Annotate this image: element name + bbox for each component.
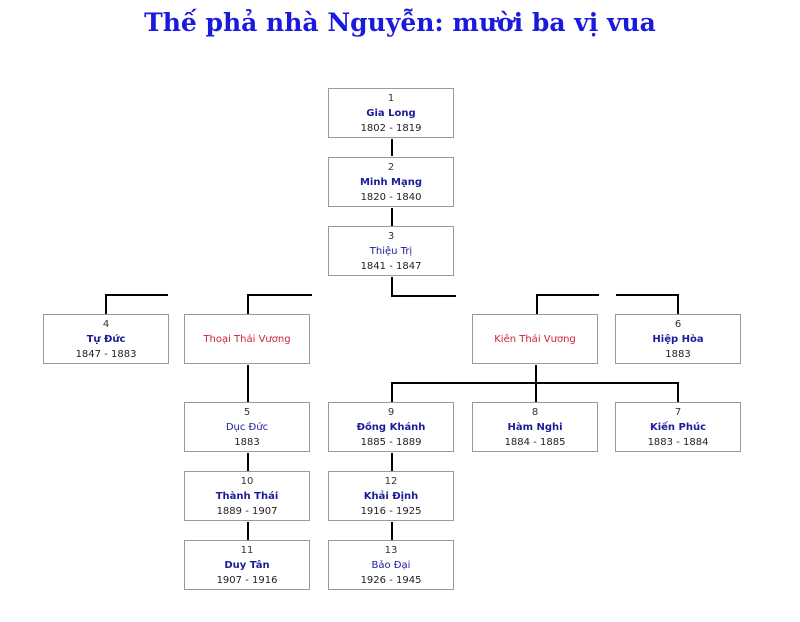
node-name: Tự Đức (86, 333, 126, 345)
node-years: 1820 - 1840 (360, 191, 422, 203)
node-number: 6 (674, 318, 682, 330)
connector-line (536, 294, 599, 296)
node-thanh-thai: 10 Thành Thái 1889 - 1907 (184, 471, 310, 521)
node-years: 1883 (665, 348, 691, 360)
node-name: Minh Mạng (359, 176, 423, 188)
connector-line (391, 139, 393, 156)
node-years: 1884 - 1885 (504, 436, 566, 448)
node-dong-khanh: 9 Đồng Khánh 1885 - 1889 (328, 402, 454, 452)
node-years: 1889 - 1907 (216, 505, 278, 517)
node-number: 9 (387, 406, 395, 418)
connector-line (391, 277, 393, 296)
page-title: Thế phả nhà Nguyễn: mười ba vị vua (144, 8, 656, 37)
node-name: Gia Long (366, 107, 416, 119)
connector-line (247, 294, 312, 296)
node-name: Thoại Thái Vương (203, 333, 291, 345)
node-number: 10 (240, 475, 254, 487)
node-name: Khải Định (363, 490, 419, 502)
connector-line (105, 294, 107, 314)
node-kien-thai-vuong: Kiên Thái Vương (472, 314, 598, 364)
node-tu-duc: 4 Tự Đức 1847 - 1883 (43, 314, 169, 364)
node-number: 1 (387, 92, 395, 104)
connector-line (677, 294, 679, 314)
node-years: 1847 - 1883 (75, 348, 137, 360)
node-minh-mang: 2 Minh Mạng 1820 - 1840 (328, 157, 454, 207)
node-years: 1802 - 1819 (360, 122, 422, 134)
connector-line (677, 382, 679, 402)
connector-line (535, 382, 537, 402)
connector-line (391, 208, 393, 226)
node-name: Thiệu Trị (369, 245, 413, 257)
connector-line (391, 453, 393, 471)
connector-line (391, 295, 456, 297)
connector-line (247, 294, 249, 314)
node-name: Duy Tân (224, 559, 270, 571)
node-gia-long: 1 Gia Long 1802 - 1819 (328, 88, 454, 138)
node-ham-nghi: 8 Hàm Nghi 1884 - 1885 (472, 402, 598, 452)
node-years: 1926 - 1945 (360, 574, 422, 586)
node-number: 8 (531, 406, 539, 418)
node-name: Dục Đức (225, 421, 269, 433)
node-number: 12 (384, 475, 398, 487)
connector-line (247, 522, 249, 540)
node-name: Hiệp Hòa (652, 333, 704, 345)
node-number: 13 (384, 544, 398, 556)
node-number: 11 (240, 544, 254, 556)
node-years: 1841 - 1847 (360, 260, 422, 272)
node-name: Kiên Thái Vương (494, 333, 576, 345)
node-number: 7 (674, 406, 682, 418)
node-number: 3 (387, 230, 395, 242)
connector-line (391, 382, 393, 402)
connector-line (616, 294, 679, 296)
node-thieu-tri: 3 Thiệu Trị 1841 - 1847 (328, 226, 454, 276)
node-name: Thành Thái (215, 490, 279, 502)
node-name: Hàm Nghi (507, 421, 563, 433)
node-duc-duc: 5 Dục Đức 1883 (184, 402, 310, 452)
node-years: 1883 (234, 436, 260, 448)
node-duy-tan: 11 Duy Tân 1907 - 1916 (184, 540, 310, 590)
node-kien-phuc: 7 Kiến Phúc 1883 - 1884 (615, 402, 741, 452)
connector-line (247, 365, 249, 402)
node-number: 2 (387, 161, 395, 173)
node-number: 4 (102, 318, 110, 330)
node-thoai-thai-vuong: Thoại Thái Vương (184, 314, 310, 364)
connector-line (536, 294, 538, 314)
node-khai-dinh: 12 Khải Định 1916 - 1925 (328, 471, 454, 521)
node-years: 1916 - 1925 (360, 505, 422, 517)
node-number: 5 (243, 406, 251, 418)
node-name: Đồng Khánh (356, 421, 426, 433)
node-years: 1907 - 1916 (216, 574, 278, 586)
node-bao-dai: 13 Bảo Đại 1926 - 1945 (328, 540, 454, 590)
node-years: 1883 - 1884 (647, 436, 709, 448)
node-name: Kiến Phúc (649, 421, 707, 433)
connector-line (247, 453, 249, 471)
connector-line (535, 365, 537, 383)
node-hiep-hoa: 6 Hiệp Hòa 1883 (615, 314, 741, 364)
connector-line (391, 522, 393, 540)
node-years: 1885 - 1889 (360, 436, 422, 448)
node-name: Bảo Đại (371, 559, 411, 571)
connector-line (105, 294, 168, 296)
